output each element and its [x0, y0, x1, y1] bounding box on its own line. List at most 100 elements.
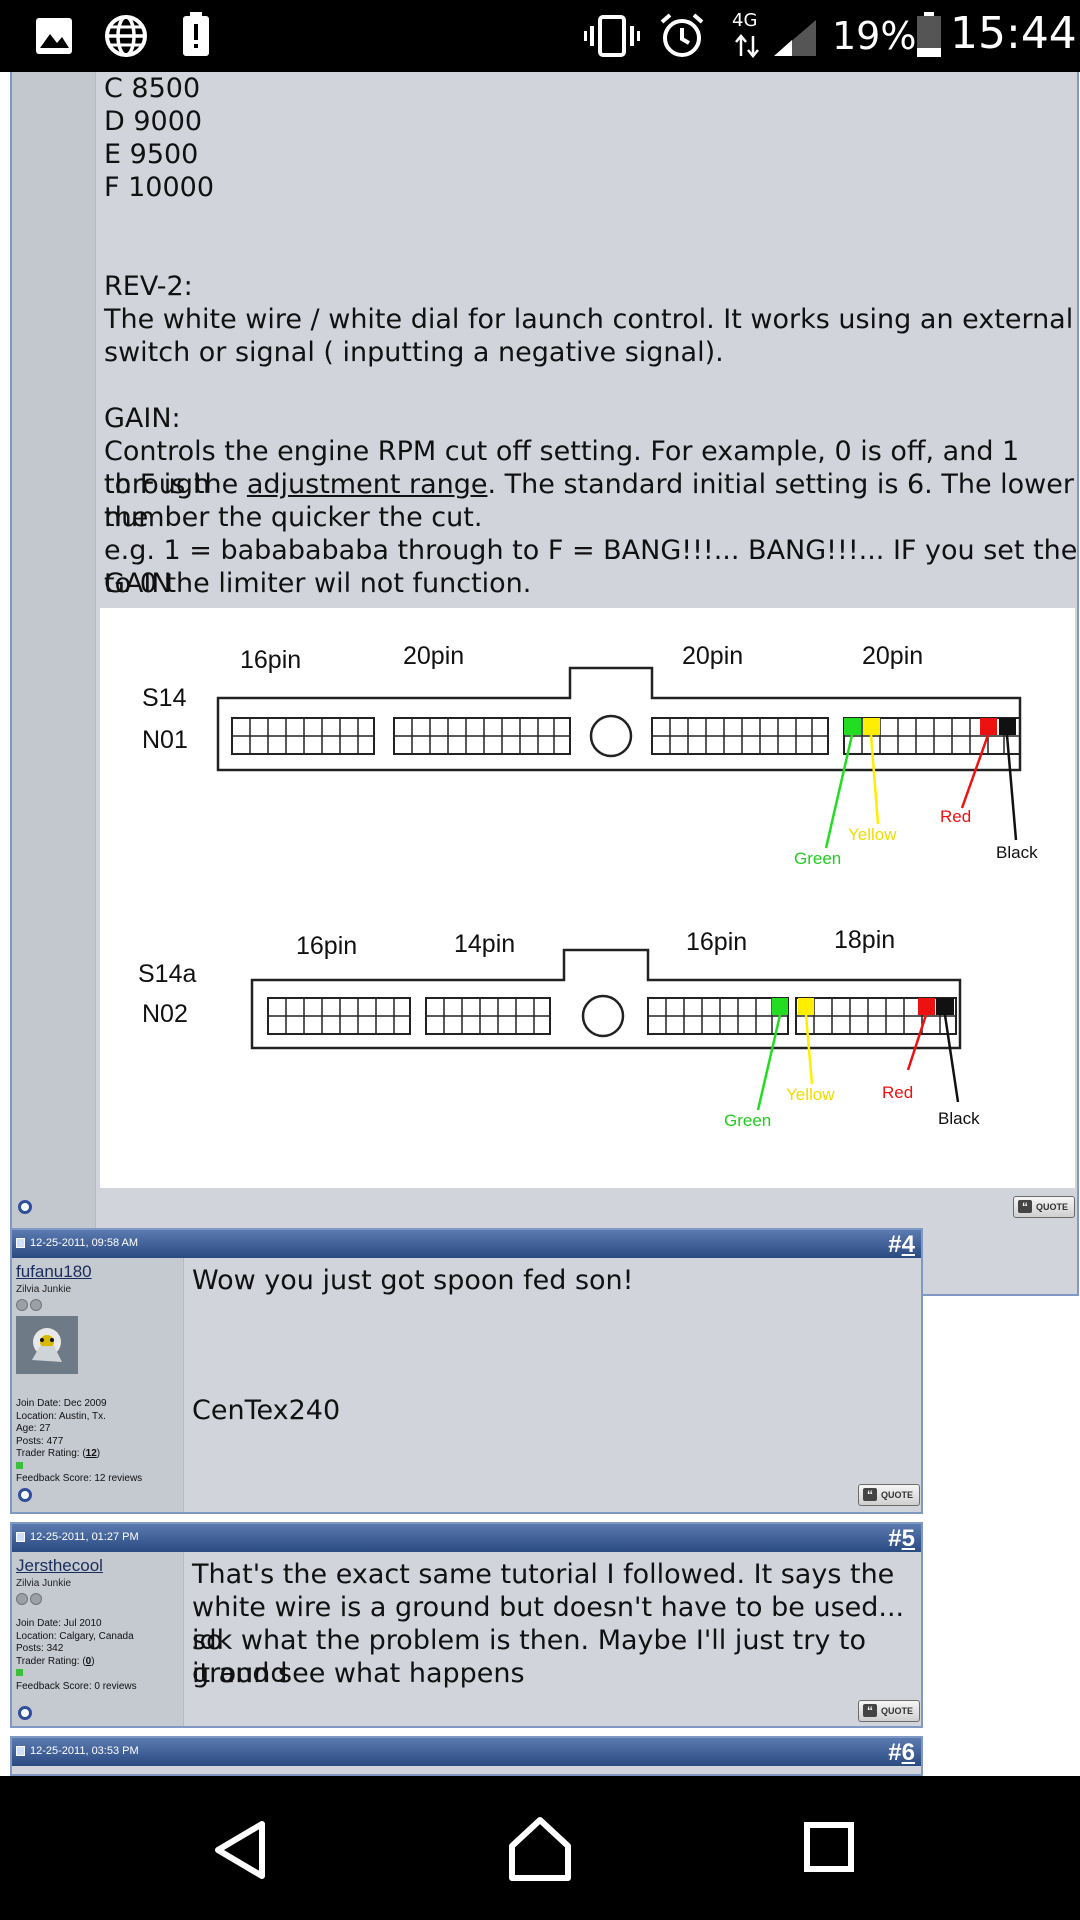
post-5-user-details: Join Date: Jul 2010 Location: Calgary, C… [16, 1618, 137, 1693]
bottom-red-pin [918, 998, 935, 1015]
post-5-status-icon [18, 1706, 32, 1720]
bottom-block-1 [267, 997, 411, 1035]
post-3-status-icon [18, 1200, 32, 1214]
bottom-black-label: Black [938, 1109, 980, 1128]
top-pin-label-3: 20pin [682, 642, 743, 670]
clock: 15:44 [950, 8, 1077, 59]
post-4-post-count: Posts: 477 [16, 1435, 64, 1447]
post-4-number-value: 4 [901, 1231, 915, 1258]
bottom-green-wire [756, 1014, 782, 1111]
post-4-date: 12-25-2011, 09:58 AM [30, 1237, 139, 1249]
adjustment-range-link[interactable]: adjustment range [246, 469, 488, 500]
bottom-model-label: S14a [138, 960, 196, 988]
top-red-wire [960, 734, 990, 809]
rev2-heading: REV-2: [104, 271, 193, 302]
quote-icon: “ [863, 1488, 877, 1502]
bottom-red-label: Red [882, 1083, 913, 1102]
post-5-quote-button[interactable]: “QUOTE [858, 1700, 920, 1722]
quote-icon: “ [1018, 1200, 1032, 1214]
post-5-trader-rating-link[interactable]: 0 [85, 1655, 92, 1667]
bottom-pin-label-4: 18pin [834, 926, 895, 954]
bottom-red-wire [906, 1014, 928, 1071]
post-icon [16, 1532, 25, 1542]
avatar[interactable] [16, 1316, 78, 1374]
post-4-user-title: Zilvia Junkie [16, 1284, 72, 1295]
post-4-trader-rating-link[interactable]: 12 [85, 1448, 97, 1459]
post-5-feedback-score: Feedback Score: 0 reviews [16, 1680, 137, 1692]
navigation-bar [0, 1776, 1080, 1920]
post-6-header: 12-25-2011, 03:53 PM #6 [12, 1738, 921, 1766]
post-6-number-prefix: # [888, 1739, 902, 1766]
gain-line-2-start: to F is the [104, 469, 247, 500]
back-icon[interactable] [212, 1820, 268, 1880]
top-red-pin [980, 718, 997, 735]
post-5-username[interactable]: Jersthecool [16, 1556, 103, 1575]
post-5-trader-rating: Trader Rating: (0) [16, 1655, 95, 1667]
post-5-header: 12-25-2011, 01:27 PM #5 [12, 1524, 921, 1552]
recents-icon[interactable] [804, 1822, 854, 1872]
gain-line-3: number the quicker the cut. [104, 502, 483, 533]
post-4-quote-label: QUOTE [880, 1490, 913, 1500]
bottom-yellow-wire [804, 1014, 814, 1085]
post-6-date: 12-25-2011, 03:53 PM [30, 1745, 139, 1757]
top-block-3 [651, 717, 829, 755]
gain-line-5: to 0 the limiter wil not function. [104, 568, 532, 599]
data-arrows-icon [735, 34, 759, 58]
bottom-center-hole [581, 994, 625, 1038]
bottom-pin-label-1: 16pin [296, 932, 357, 960]
post-4-userinfo: fufanu180 Zilvia Junkie Join Date: Dec 2… [12, 1258, 184, 1512]
post-3-quote-label: QUOTE [1035, 1202, 1068, 1212]
post-4-status-icon [18, 1488, 32, 1502]
post-5-text-line-1: That's the exact same tutorial I followe… [192, 1559, 895, 1590]
bottom-yellow-pin [798, 998, 814, 1015]
alarm-icon [660, 13, 704, 57]
post-5-message: That's the exact same tutorial I followe… [186, 1552, 921, 1726]
post-3-user-column [12, 72, 96, 1294]
post-4-user-details: Join Date: Dec 2009 Location: Austin, Tx… [16, 1398, 142, 1486]
post-5-join-date: Join Date: Jul 2010 [16, 1618, 102, 1629]
post-5-text-line-3: idk what the problem is then. Maybe I'll… [192, 1625, 867, 1689]
post-4-username[interactable]: fufanu180 [16, 1262, 92, 1281]
post-5-number-value: 5 [901, 1525, 915, 1552]
rpm-line-f: F 10000 [104, 172, 215, 203]
post-5-number[interactable]: #5 [888, 1525, 915, 1553]
bottom-black-pin [936, 998, 954, 1015]
post-4-feedback-bar [16, 1461, 142, 1474]
alert-icon [183, 12, 209, 56]
bottom-pin-label-3: 16pin [686, 928, 747, 956]
top-model-label: S14 [142, 684, 187, 712]
bottom-green-pin [772, 998, 788, 1015]
post-5: 12-25-2011, 01:27 PM #5 Jersthecool Zilv… [10, 1522, 923, 1728]
post-3: C 8500 D 9000 E 9500 F 10000 REV-2: The … [10, 72, 1079, 1296]
post-4-quote-button[interactable]: “QUOTE [858, 1484, 920, 1506]
bottom-connector-outline [250, 948, 962, 1050]
post-3-quote-button[interactable]: “QUOTE [1013, 1196, 1075, 1218]
top-center-hole [589, 714, 633, 758]
bottom-block-2 [425, 997, 551, 1035]
bottom-code-label: N02 [142, 1000, 188, 1028]
post-4-number[interactable]: #4 [888, 1231, 915, 1259]
top-yellow-label: Yellow [848, 825, 897, 844]
post-5-feedback-bar [16, 1668, 137, 1681]
post-5-text-line-2: white wire is a ground but doesn't have … [192, 1592, 905, 1656]
rev2-text-2: switch or signal ( inputting a negative … [104, 337, 724, 368]
image-icon [36, 18, 72, 54]
post-6: 12-25-2011, 03:53 PM #6 [10, 1736, 923, 1776]
vibrate-icon [584, 15, 640, 57]
home-icon[interactable] [508, 1816, 572, 1882]
top-pin-label-1: 16pin [240, 646, 301, 674]
bottom-block-3 [647, 997, 789, 1035]
post-icon [16, 1746, 25, 1756]
post-4-message: Wow you just got spoon fed son! CenTex24… [186, 1258, 921, 1512]
bottom-black-wire [943, 1014, 960, 1103]
post-5-user-title: Zilvia Junkie [16, 1578, 72, 1589]
forum-thread[interactable]: C 8500 D 9000 E 9500 F 10000 REV-2: The … [0, 72, 1080, 1776]
ecu-wiring-diagram-svg: 16pin 20pin 20pin 20pin S14 N01 [138, 642, 1038, 1130]
post-6-number[interactable]: #6 [888, 1739, 915, 1767]
post-5-location: Location: Calgary, Canada [16, 1630, 134, 1642]
post-4-text: Wow you just got spoon fed son! [192, 1265, 634, 1296]
top-green-wire [824, 734, 854, 849]
gain-line-2-end: . The standard initial setting is 6. The… [104, 469, 1074, 533]
quote-icon: “ [863, 1704, 877, 1718]
